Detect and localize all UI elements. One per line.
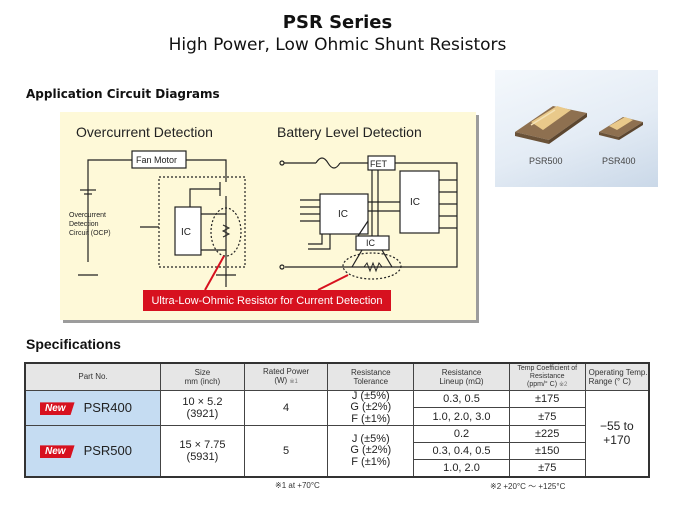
fet-label: FET bbox=[370, 159, 388, 169]
col-header-part-no: Part No. bbox=[24, 362, 162, 391]
tcr-cell: ±225 bbox=[508, 425, 586, 444]
tolerance-cell: J (±5%)G (±2%)F (±1%) bbox=[327, 425, 415, 478]
size-cell: 10 × 5.2(3921) bbox=[160, 389, 245, 427]
table-row: 0.3, 0.4, 0.5 ±150 bbox=[25, 442, 649, 461]
ic-label-left: IC bbox=[338, 209, 348, 220]
lineup-cell: 1.0, 2.0, 3.0 bbox=[413, 407, 510, 427]
page-subtitle: High Power, Low Ohmic Shunt Resistors bbox=[168, 35, 507, 55]
resistor-illustration bbox=[515, 106, 643, 144]
photo-label-psr500: PSR500 bbox=[529, 156, 563, 166]
fan-motor-label: Fan Motor bbox=[136, 155, 177, 165]
product-photo: PSR500 PSR400 bbox=[495, 70, 658, 187]
col-header-rated-power: Rated Power(W) ※1 bbox=[243, 362, 329, 391]
circuit-schematic: Fan Motor IC FET IC IC IC Overcurrent De… bbox=[69, 150, 458, 291]
callout-ultra-low-ohmic: Ultra-Low-Ohmic Resistor for Current Det… bbox=[143, 290, 391, 311]
part-cell-psr400: New PSR400 bbox=[24, 389, 162, 427]
table-row: New PSR500 15 × 7.75(5931) 5 J (±5%)G (±2… bbox=[24, 425, 649, 478]
col-header-operating-temp: Operating Temp.Range (° C) bbox=[584, 362, 650, 391]
part-number: PSR400 bbox=[83, 400, 132, 416]
photo-label-psr400: PSR400 bbox=[602, 156, 636, 166]
lineup-cell: 1.0, 2.0 bbox=[413, 459, 510, 478]
psr500-resistor bbox=[515, 106, 587, 144]
ic-label-overcurrent: IC bbox=[181, 227, 191, 238]
ic-label-small: IC bbox=[366, 238, 376, 248]
power-cell: 4 bbox=[243, 389, 329, 427]
size-cell: 15 × 7.75(5931) bbox=[160, 425, 245, 478]
psr400-resistor bbox=[599, 117, 643, 140]
part-cell-psr500: New PSR500 bbox=[24, 425, 162, 478]
ic-label-right: IC bbox=[410, 197, 420, 208]
table-row: New PSR400 10 × 5.2(3921) 4 J (±5%)G (±2%… bbox=[24, 389, 650, 478]
section-heading-circuits: Application Circuit Diagrams bbox=[26, 87, 220, 101]
battery-level-detection-title: Battery Level Detection bbox=[277, 124, 422, 140]
lineup-cell: 0.2 bbox=[413, 425, 510, 444]
new-badge: New bbox=[40, 445, 75, 459]
specifications-heading: Specifications bbox=[26, 336, 121, 352]
tcr-cell: ±175 bbox=[508, 389, 586, 409]
tcr-cell: ±75 bbox=[508, 459, 586, 478]
tolerance-cell: J (±5%)G (±2%)F (±1%) bbox=[327, 389, 415, 427]
ocp-label-line2: Detection bbox=[69, 221, 99, 228]
table-row: 1.0, 2.0 ±75 bbox=[25, 459, 649, 478]
page-title: PSR Series bbox=[282, 12, 393, 33]
ocp-label-line1: Overcurrent bbox=[69, 212, 106, 219]
lineup-cell: 0.3, 0.4, 0.5 bbox=[413, 442, 510, 461]
ocp-label-line3: Circuit (OCP) bbox=[69, 230, 111, 237]
footnote-2: ※2 +20°C ～ +125°C bbox=[490, 482, 566, 491]
operating-range-cell: −55 to +170 bbox=[584, 389, 650, 478]
part-number: PSR500 bbox=[83, 443, 132, 459]
battery-level-circuit bbox=[279, 155, 458, 280]
overcurrent-circuit bbox=[78, 150, 246, 287]
power-cell: 5 bbox=[243, 425, 329, 478]
application-circuit-diagram: Fan Motor IC FET IC IC IC Overcurrent De… bbox=[60, 112, 476, 320]
lineup-cell: 0.3, 0.5 bbox=[413, 389, 510, 409]
tcr-cell: ±75 bbox=[508, 407, 586, 427]
footnote-1: ※1 at +70°C bbox=[275, 481, 320, 490]
overcurrent-detection-title: Overcurrent Detection bbox=[76, 124, 213, 140]
tcr-cell: ±150 bbox=[508, 442, 586, 461]
new-badge: New bbox=[40, 402, 75, 416]
